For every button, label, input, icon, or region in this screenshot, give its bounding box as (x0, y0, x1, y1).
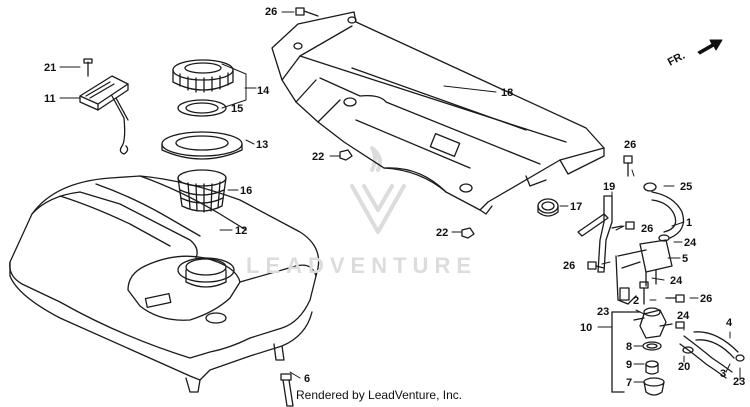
callout-26-top: 26 (265, 6, 277, 18)
callout-19: 19 (603, 181, 615, 193)
callout-13: 13 (256, 139, 268, 151)
nut-22-a (339, 149, 353, 161)
watermark-logo (350, 146, 406, 234)
callout-7: 7 (626, 377, 632, 389)
callout-22-upper: 22 (312, 151, 324, 163)
fuel-tank (9, 175, 320, 393)
callout-21: 21 (44, 62, 56, 74)
fuel-tube-lower (679, 331, 745, 379)
nut-22-b (461, 227, 475, 239)
watermark-text: LEADVENTURE (246, 253, 477, 278)
bolt-26-top (295, 7, 319, 17)
direction-label: FR. (666, 50, 687, 69)
callout-24-upper: 24 (684, 237, 697, 249)
cap-gasket (177, 99, 227, 117)
rendered-by-credit: Rendered by LeadVenture, Inc. (296, 388, 463, 402)
callout-6: 6 (304, 373, 310, 385)
callout-22-lower: 22 (436, 227, 448, 239)
callout-3: 3 (720, 368, 726, 380)
callout-26-mid: 26 (641, 223, 653, 235)
callout-4: 4 (726, 317, 733, 329)
filler-cap (172, 59, 234, 93)
callout-8: 8 (626, 341, 632, 353)
callout-20: 20 (678, 361, 690, 373)
fuel-valve-assembly (611, 307, 673, 393)
callout-24-lower: 24 (677, 310, 690, 322)
bolt-26-lower (665, 294, 685, 303)
cup-7 (643, 377, 665, 396)
callout-26-left: 26 (563, 260, 575, 272)
callout-15: 15 (231, 103, 243, 115)
stay-bracket (577, 195, 613, 273)
drain-bolt (280, 373, 294, 407)
fuel-cock (615, 234, 673, 305)
callout-16: 16 (240, 185, 252, 197)
fuel-gauge (79, 58, 129, 155)
callout-5: 5 (682, 253, 688, 265)
callout-23-right: 23 (733, 376, 745, 388)
callout-26-right: 26 (624, 139, 636, 151)
callout-24-middle: 24 (670, 275, 683, 287)
callout-12: 12 (235, 225, 247, 237)
fuel-tube-upper (643, 182, 685, 239)
callout-10: 10 (580, 322, 592, 334)
callout-9: 9 (626, 359, 632, 371)
bolt-26-right (623, 155, 633, 177)
callout-25: 25 (680, 181, 692, 193)
callout-labels: 21 11 14 15 13 16 12 6 26 18 22 22 17 26… (44, 6, 745, 389)
callout-11: 11 (44, 93, 56, 105)
callout-1: 1 (686, 217, 692, 229)
callout-26-lower: 26 (700, 293, 712, 305)
callout-17: 17 (570, 201, 582, 213)
leader-lines (59, 11, 741, 383)
fuel-strainer (177, 169, 227, 213)
callout-23-left: 23 (597, 306, 609, 318)
front-direction-arrow (697, 39, 723, 55)
filler-seal (161, 131, 243, 160)
under-cover (271, 11, 605, 215)
bolt-26-left (587, 261, 605, 270)
bolt-26-mid (611, 221, 635, 230)
callout-18: 18 (501, 87, 513, 99)
packing-8 (642, 341, 662, 351)
callout-2: 2 (633, 295, 639, 307)
callout-14: 14 (257, 85, 270, 97)
filter-9 (645, 360, 659, 375)
grommet (537, 198, 559, 217)
